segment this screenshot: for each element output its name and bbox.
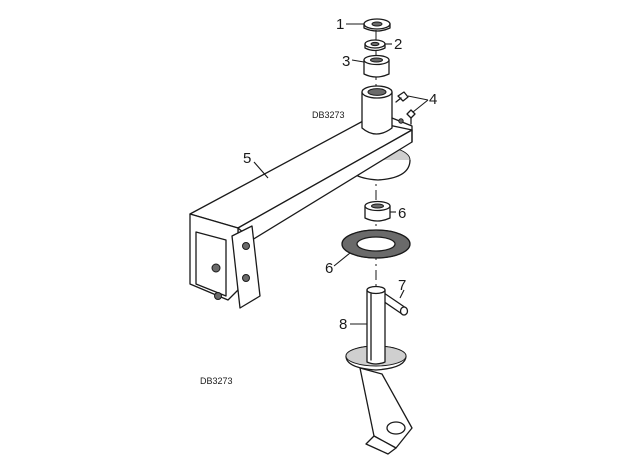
callout-8: 7 (398, 277, 406, 294)
callout-7: 4 (429, 91, 437, 108)
part-3-main-arm (189, 85, 413, 309)
callout-3: 5 (243, 150, 251, 167)
callout-5: 2 (394, 36, 402, 53)
drawing-code-top: DB3273 (312, 110, 345, 120)
callout-1: 8 (339, 316, 347, 333)
callout-leaders (253, 23, 429, 325)
callout-4: 1 (336, 16, 344, 33)
part-6-lower-bushing (364, 200, 391, 222)
drawing-code-bottom: DB3273 (200, 376, 233, 386)
part-5-nut (364, 39, 386, 52)
part-1-spindle (345, 285, 413, 455)
part-2-thrust-washer (341, 229, 411, 259)
callout-2: 6 (325, 260, 333, 277)
callout-6-lower: 6 (398, 205, 406, 222)
callout-6-upper: 3 (342, 53, 350, 70)
part-4-washer (363, 18, 391, 32)
part-6-upper-bushing (363, 54, 390, 78)
